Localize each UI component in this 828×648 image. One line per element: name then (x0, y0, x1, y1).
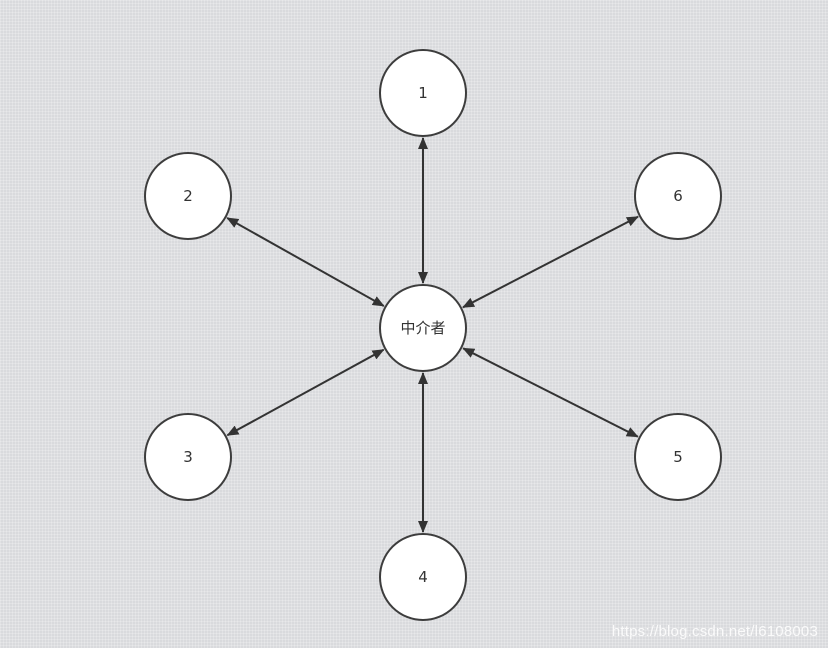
edge-center-2 (226, 217, 385, 307)
node-5-circle (634, 413, 722, 501)
node-2-circle (144, 152, 232, 240)
edge-center-6 (462, 215, 639, 309)
node-4-circle (379, 533, 467, 621)
node-5-label: 5 (673, 448, 683, 466)
node-4[interactable]: 4 (379, 533, 467, 621)
center-node-circle (379, 284, 467, 372)
edges-group (226, 137, 639, 533)
center-node-mediator[interactable]: 中介者 (379, 284, 467, 372)
node-2[interactable]: 2 (144, 152, 232, 240)
node-1[interactable]: 1 (379, 49, 467, 137)
node-3[interactable]: 3 (144, 413, 232, 501)
node-1-circle (379, 49, 467, 137)
node-5[interactable]: 5 (634, 413, 722, 501)
node-6-label: 6 (673, 187, 683, 205)
node-1-label: 1 (418, 84, 428, 102)
node-4-label: 4 (418, 568, 428, 586)
node-3-label: 3 (183, 448, 193, 466)
node-6[interactable]: 6 (634, 152, 722, 240)
edge-center-3 (226, 348, 385, 437)
center-node-label: 中介者 (400, 319, 445, 337)
node-2-label: 2 (183, 187, 193, 205)
node-6-circle (634, 152, 722, 240)
edge-center-5 (462, 347, 639, 438)
watermark-url: https://blog.csdn.net/l6108003 (611, 623, 818, 640)
node-3-circle (144, 413, 232, 501)
